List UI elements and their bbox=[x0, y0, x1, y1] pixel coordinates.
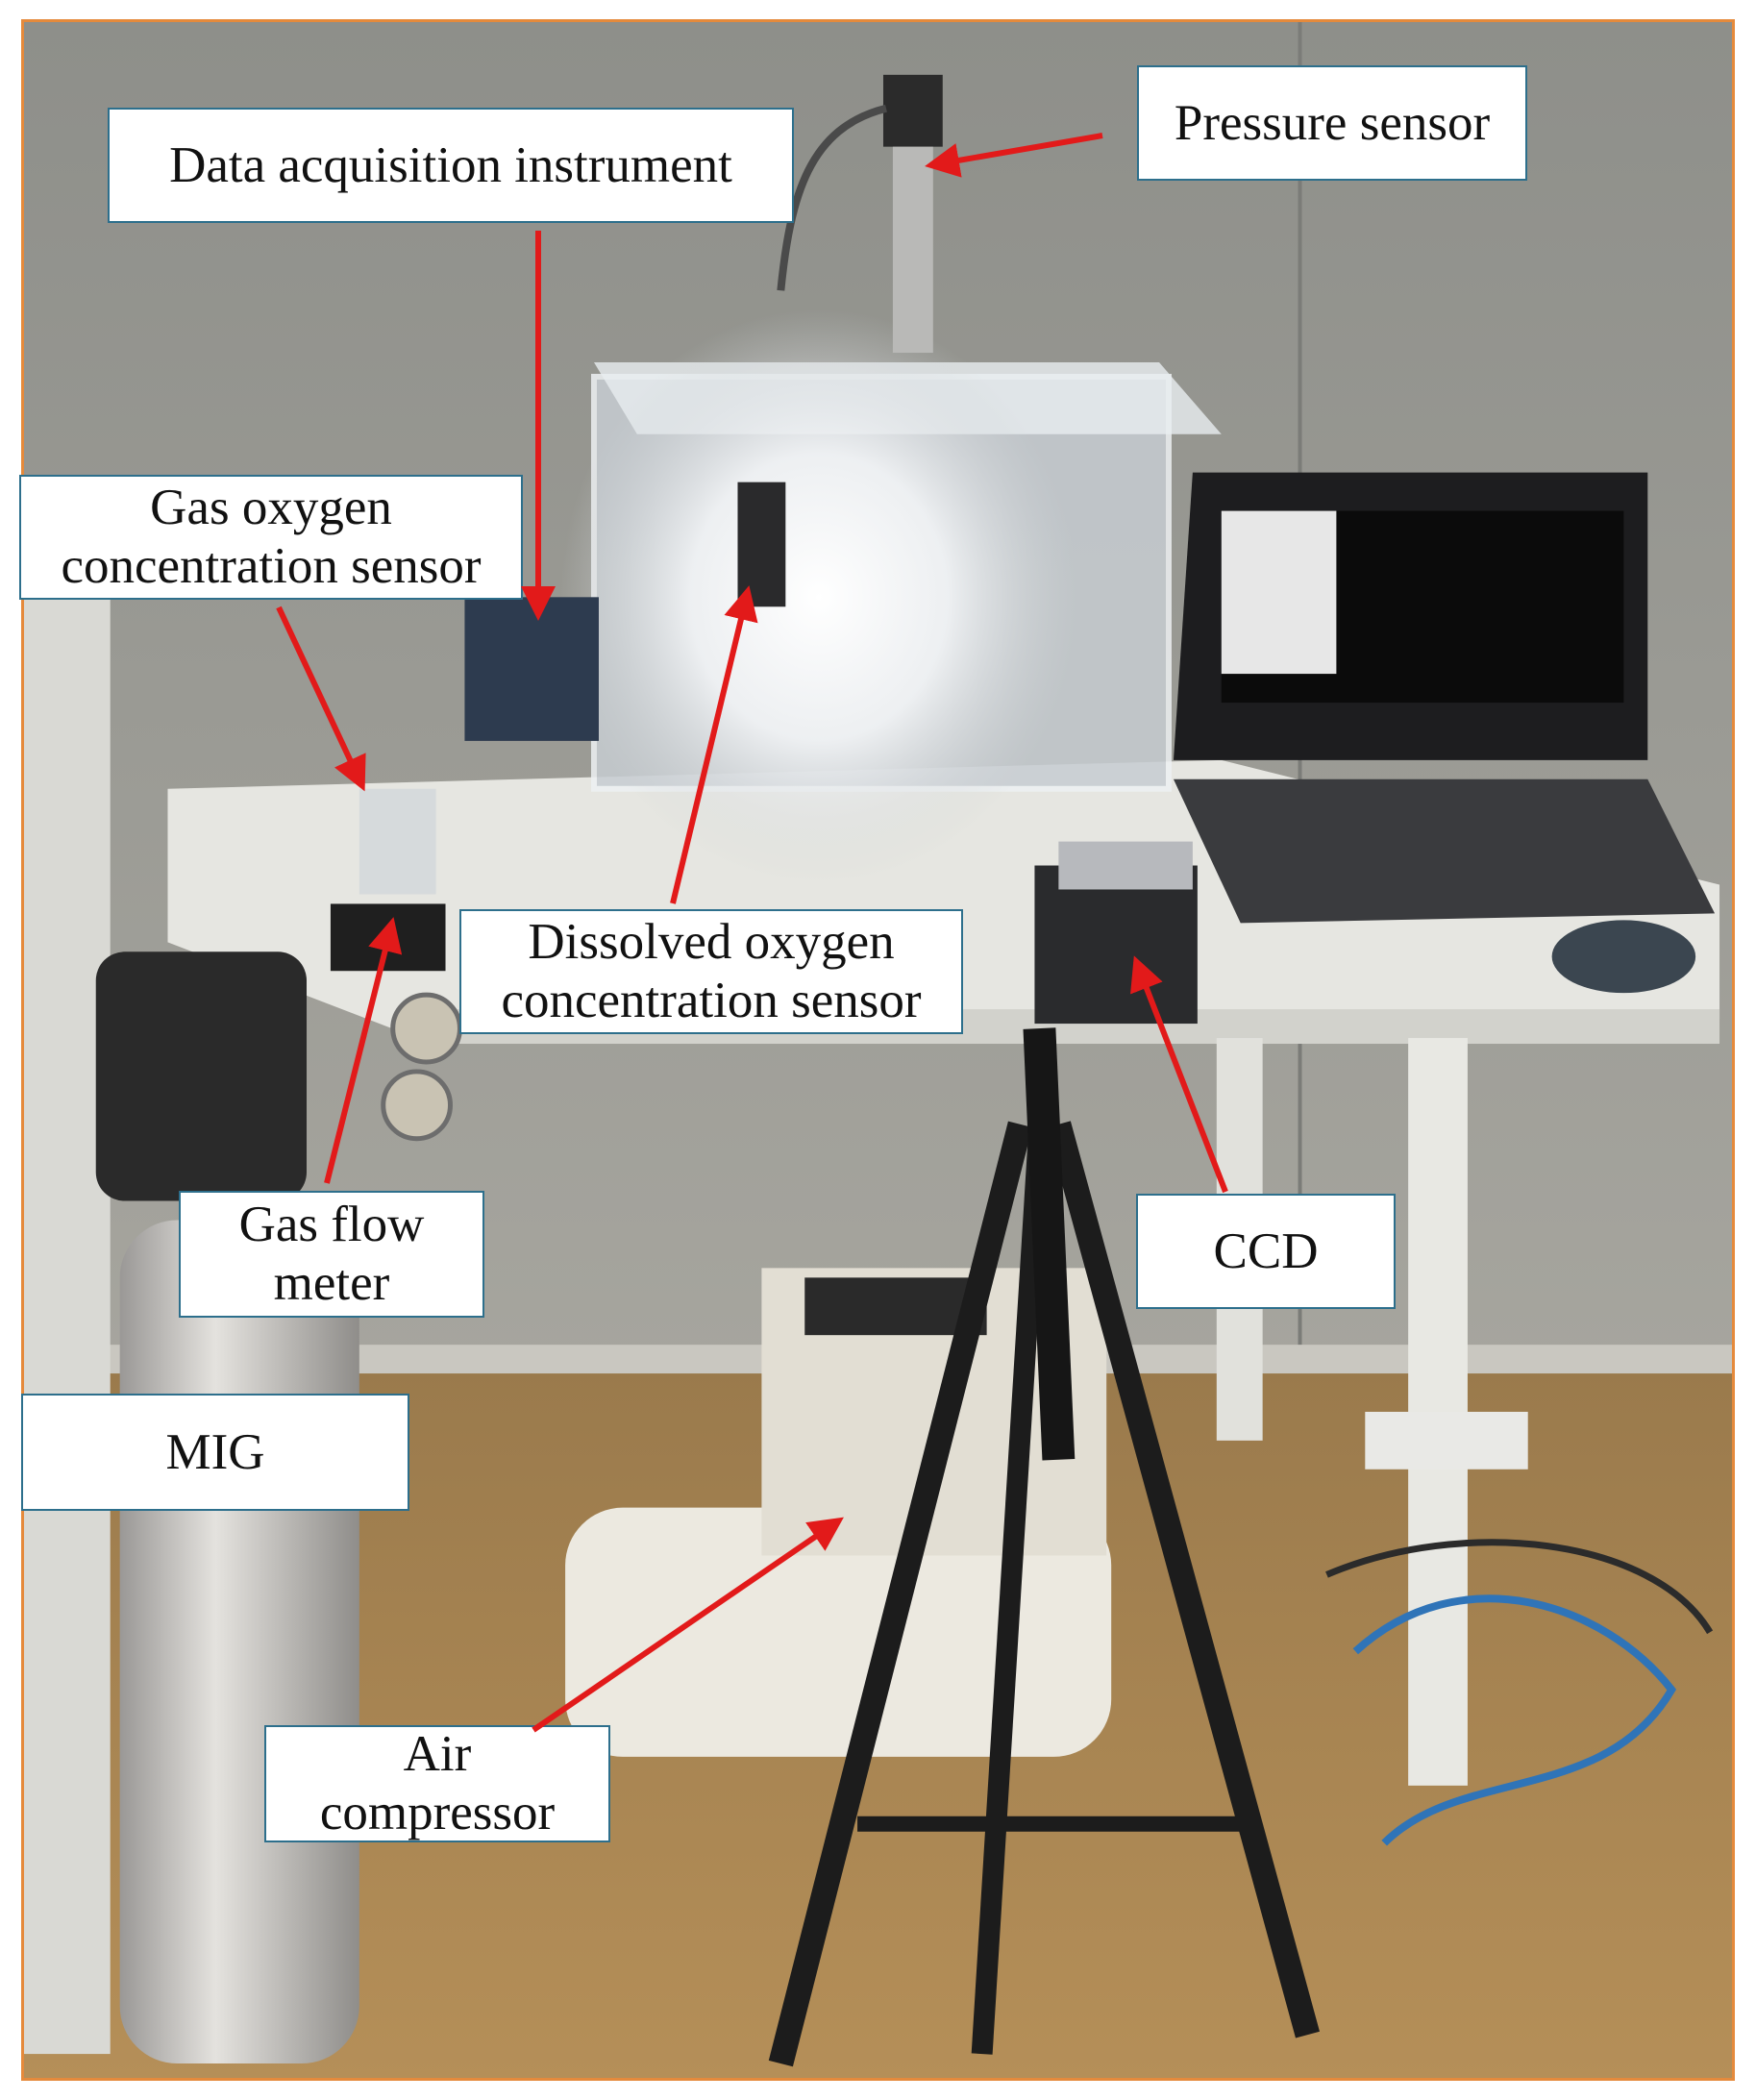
label-dissolved-oxygen-sensor: Dissolved oxygen concentration sensor bbox=[459, 909, 963, 1034]
pressure-sensor-body bbox=[882, 74, 943, 147]
laptop-keyboard bbox=[1173, 778, 1716, 924]
mouse bbox=[1551, 920, 1696, 994]
power-strip bbox=[1365, 1411, 1528, 1470]
gas-flow-meter bbox=[330, 903, 446, 972]
do-probe bbox=[737, 482, 786, 607]
daq-box bbox=[464, 597, 599, 741]
label-air-compressor: Air compressor bbox=[264, 1725, 610, 1842]
laptop-window bbox=[1221, 510, 1337, 675]
label-pressure-sensor: Pressure sensor bbox=[1137, 65, 1527, 181]
ccd-panel bbox=[1058, 841, 1193, 890]
pressure-sensor-shaft bbox=[892, 146, 933, 354]
gas-oxygen-sensor bbox=[359, 788, 436, 895]
floor-cables bbox=[1352, 1594, 1677, 1846]
left-cabinet bbox=[24, 597, 111, 2055]
tripod-leg-right bbox=[1046, 1121, 1320, 2038]
gauge-2 bbox=[381, 1069, 453, 1142]
tank-light-glow bbox=[560, 309, 1078, 885]
tripod-leg-left bbox=[768, 1121, 1033, 2067]
gas-cylinder bbox=[119, 1220, 359, 2064]
label-gas-flow-meter: Gas flow meter bbox=[179, 1191, 484, 1318]
gauge-1 bbox=[390, 992, 462, 1065]
floor-cables-2 bbox=[1325, 1539, 1714, 1635]
label-mig: MIG bbox=[21, 1394, 409, 1511]
sensor-cable bbox=[777, 104, 887, 291]
label-ccd: CCD bbox=[1136, 1194, 1396, 1309]
cylinder-top bbox=[95, 951, 308, 1201]
label-gas-oxygen-sensor: Gas oxygen concentration sensor bbox=[19, 475, 523, 600]
tripod-leg-mid bbox=[971, 1124, 1051, 2055]
label-data-acquisition-instrument: Data acquisition instrument bbox=[108, 108, 794, 223]
tripod-column bbox=[1023, 1027, 1076, 1461]
